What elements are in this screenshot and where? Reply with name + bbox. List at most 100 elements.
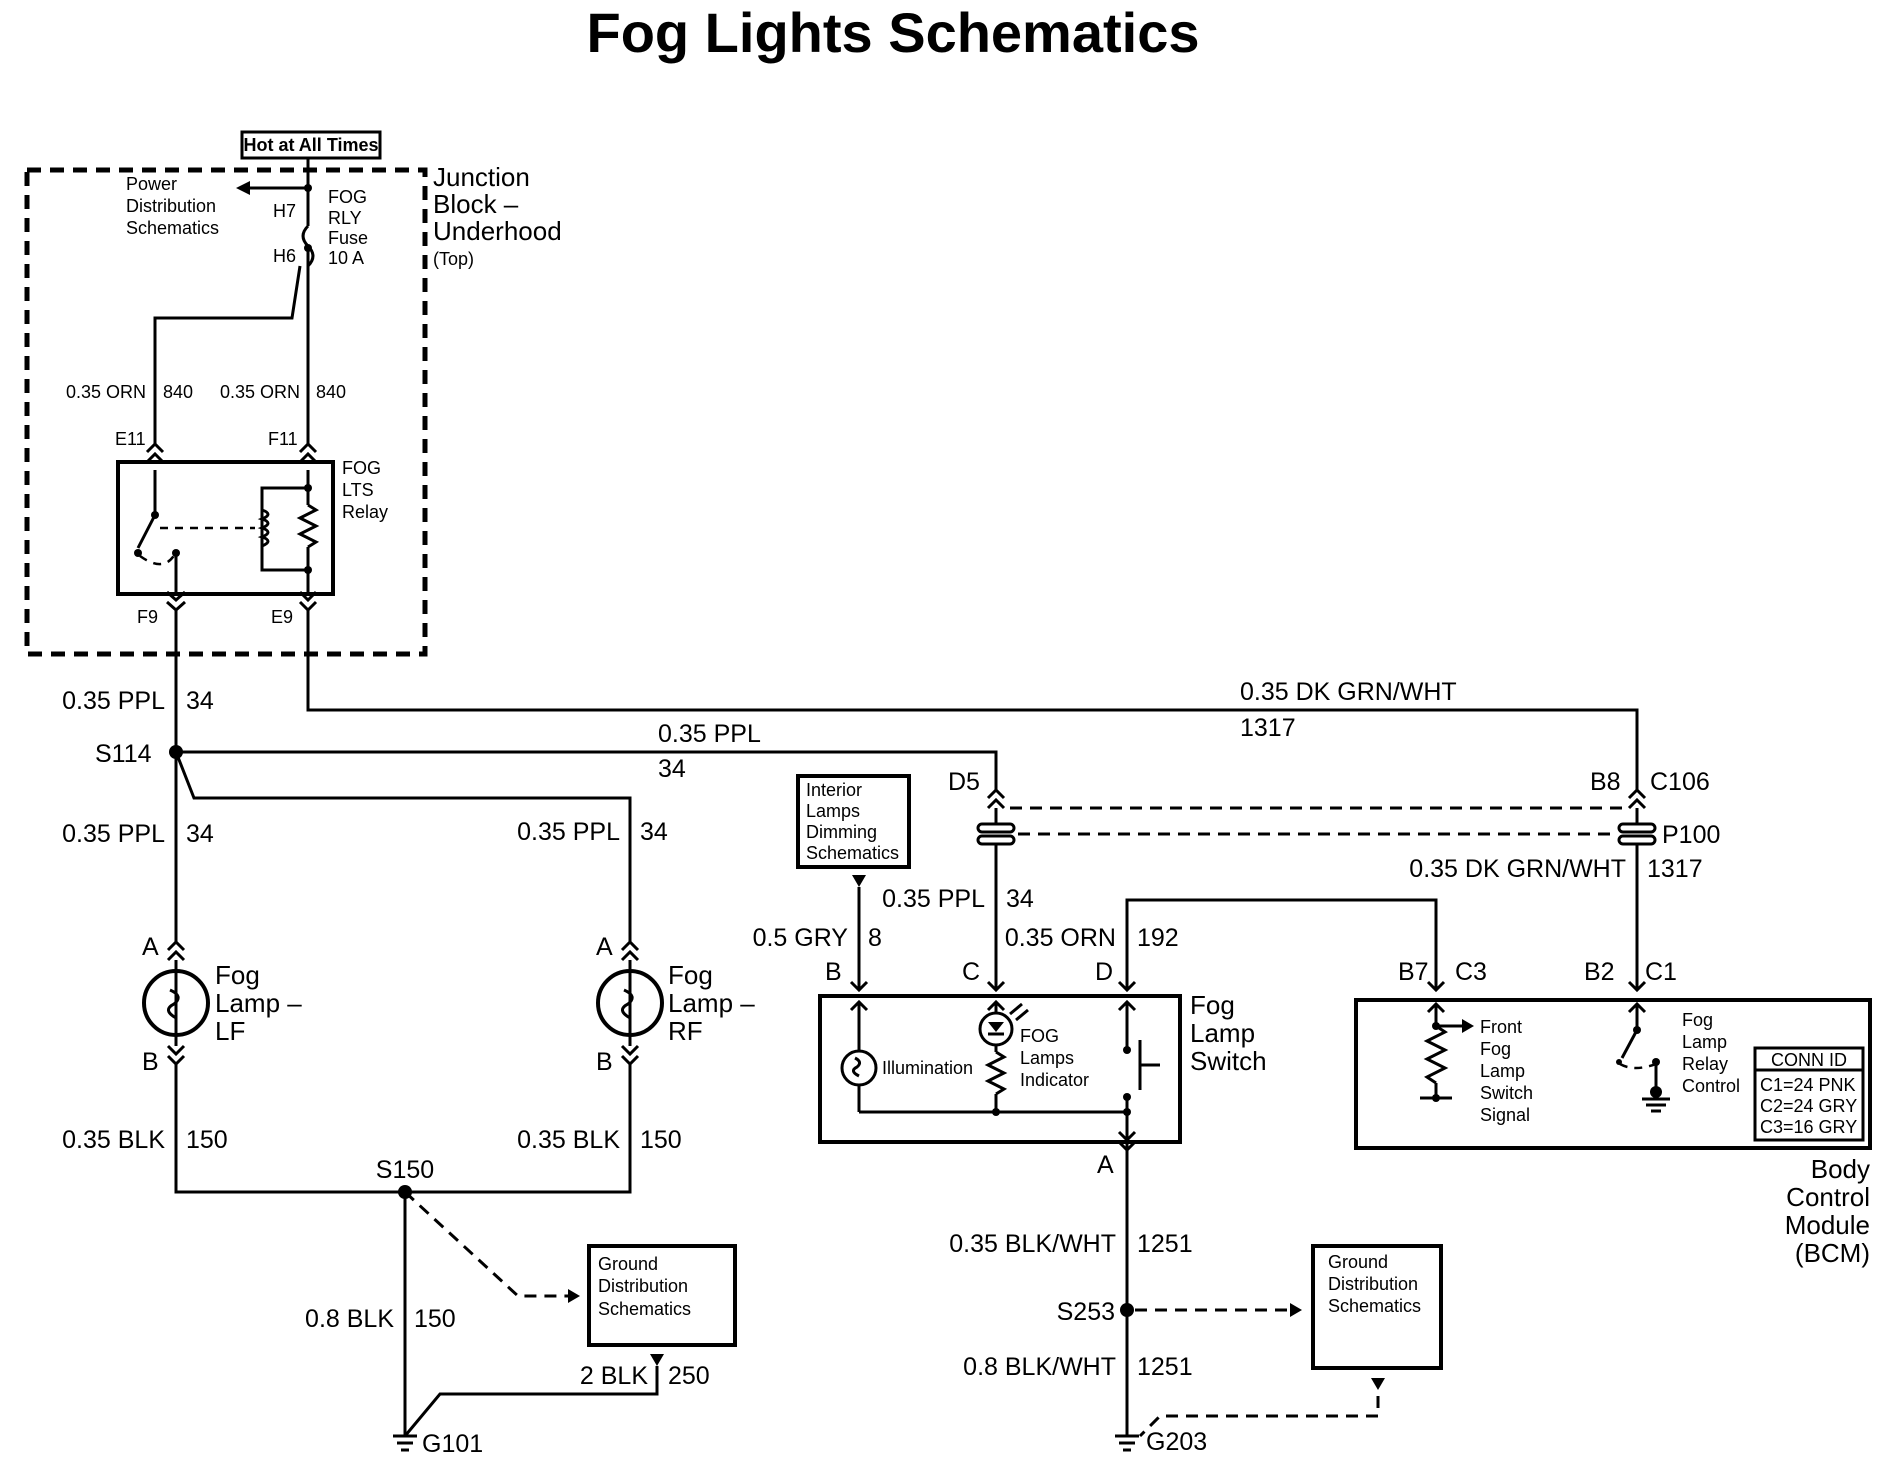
wire-840b-size: 0.35 ORN (220, 382, 300, 402)
wire-dkgrn-num: 1317 (1240, 714, 1296, 742)
svg-text:Power: Power (126, 174, 177, 194)
svg-text:FOG: FOG (342, 458, 381, 478)
svg-text:Distribution: Distribution (1328, 1274, 1418, 1294)
junction-block-label: Junction Block – Underhood (Top) (433, 162, 562, 269)
wire-rf-size: 0.35 PPL (517, 818, 620, 846)
svg-text:B: B (142, 1048, 159, 1076)
fog-lamp-rf: A B Fog Lamp – RF (596, 933, 755, 1076)
svg-text:Fuse: Fuse (328, 228, 368, 248)
hot-label: Hot at All Times (243, 135, 378, 155)
splice-s253 (1120, 1303, 1134, 1317)
svg-text:C3: C3 (1455, 958, 1487, 986)
wire-orn192-size: 0.35 ORN (1005, 924, 1116, 952)
wire-lf-blk-num: 150 (186, 1126, 228, 1154)
wire-g203-size: 0.8 BLK/WHT (963, 1353, 1116, 1381)
fog-lamp-lf: A B Fog Lamp – LF (142, 933, 302, 1076)
wire-rf-num: 34 (640, 818, 668, 846)
relay-pin-e9: E9 (271, 607, 293, 627)
svg-text:Fog: Fog (1190, 990, 1235, 1020)
svg-text:Lamp: Lamp (1682, 1032, 1727, 1052)
svg-text:Fog: Fog (668, 960, 713, 990)
svg-text:Distribution: Distribution (598, 1276, 688, 1296)
svg-text:Lamp: Lamp (1480, 1061, 1525, 1081)
svg-text:C1=24 PNK: C1=24 PNK (1760, 1075, 1856, 1095)
fuse-label: FOG RLY Fuse 10 A (328, 187, 368, 268)
wire-s114-right-num: 34 (658, 755, 686, 783)
svg-text:Schematics: Schematics (806, 843, 899, 863)
svg-text:B: B (596, 1048, 613, 1076)
svg-text:Body: Body (1811, 1154, 1870, 1184)
wire-lf-blk-size: 0.35 BLK (62, 1126, 165, 1154)
wire-blk250-num: 250 (668, 1362, 710, 1390)
svg-text:Switch: Switch (1480, 1083, 1533, 1103)
svg-text:G101: G101 (422, 1430, 483, 1458)
svg-text:Schematics: Schematics (598, 1299, 691, 1319)
svg-text:CONN ID: CONN ID (1771, 1050, 1847, 1070)
svg-text:Lamps: Lamps (1020, 1048, 1074, 1068)
ground-distribution-box-left (587, 1244, 737, 1347)
svg-text:Relay: Relay (342, 502, 388, 522)
wire-orn192-num: 192 (1137, 924, 1179, 952)
svg-text:(Top): (Top) (433, 249, 474, 269)
svg-text:Switch: Switch (1190, 1046, 1267, 1076)
wire-gry-num: 8 (868, 924, 882, 952)
svg-text:A: A (596, 933, 613, 961)
wire-f9-num: 34 (186, 687, 214, 715)
fog-lts-relay (116, 460, 335, 596)
conn-b8: B8 (1590, 768, 1621, 796)
splice-s114-label: S114 (95, 740, 152, 768)
wire-840a-size: 0.35 ORN (66, 382, 146, 402)
relay-label: FOG LTS Relay (342, 458, 388, 522)
svg-text:A: A (142, 933, 159, 961)
ground-distribution-box-right (1311, 1244, 1443, 1370)
wire-sw-gnd-num: 1251 (1137, 1230, 1193, 1258)
svg-text:RF: RF (668, 1016, 703, 1046)
svg-text:Lamp –: Lamp – (668, 988, 755, 1018)
wire-840a-num: 840 (163, 382, 193, 402)
wire-rf-blk-num: 150 (640, 1126, 682, 1154)
svg-text:C1: C1 (1645, 958, 1677, 986)
splice-s253-label: S253 (1057, 1298, 1115, 1326)
svg-text:Control: Control (1682, 1076, 1740, 1096)
fuse-pin-h6: H6 (273, 246, 296, 266)
svg-text:RLY: RLY (328, 208, 362, 228)
fuse-pin-h7: H7 (273, 201, 296, 221)
wire-blk250-size: 2 BLK (580, 1362, 648, 1390)
wire-bcm-dkgrn-size: 0.35 DK GRN/WHT (1409, 855, 1626, 883)
svg-text:Ground: Ground (1328, 1252, 1388, 1272)
svg-text:Front: Front (1480, 1017, 1522, 1037)
svg-text:Module: Module (1785, 1210, 1870, 1240)
svg-text:C: C (962, 958, 980, 986)
ground-g101: G101 (393, 1430, 483, 1458)
wire-bcm-dkgrn-num: 1317 (1647, 855, 1703, 883)
svg-text:Block –: Block – (433, 189, 519, 219)
wire-dkgrn-size: 0.35 DK GRN/WHT (1240, 678, 1457, 706)
svg-text:Lamps: Lamps (806, 801, 860, 821)
svg-text:Lamp –: Lamp – (215, 988, 302, 1018)
svg-text:Fog: Fog (215, 960, 260, 990)
svg-text:Relay: Relay (1682, 1054, 1728, 1074)
relay-pin-f11: F11 (268, 429, 298, 449)
svg-text:LTS: LTS (342, 480, 374, 500)
relay-pin-f9: F9 (137, 607, 158, 627)
svg-text:B7: B7 (1398, 958, 1429, 986)
svg-text:B2: B2 (1584, 958, 1615, 986)
interior-lamps-box (796, 774, 911, 869)
wire-g101-num: 150 (414, 1305, 456, 1333)
svg-text:LF: LF (215, 1016, 245, 1046)
svg-text:A: A (1097, 1151, 1114, 1179)
svg-text:Lamp: Lamp (1190, 1018, 1255, 1048)
body-control-module: B7 C3 B2 C1 Front Fog Lamp Switch Signal (1354, 958, 1872, 1268)
power-distribution-reference: Power Distribution Schematics (126, 174, 308, 238)
fog-lamp-switch: B C D Fog Lamp Switch Illumination FOG L… (818, 958, 1267, 1179)
svg-text:G203: G203 (1146, 1428, 1207, 1456)
svg-text:10 A: 10 A (328, 248, 364, 268)
svg-text:Signal: Signal (1480, 1105, 1530, 1125)
svg-text:Distribution: Distribution (126, 196, 216, 216)
svg-text:Junction: Junction (433, 162, 530, 192)
wire-gry-size: 0.5 GRY (753, 924, 849, 952)
splice-s150-label: S150 (376, 1156, 434, 1184)
wire-switch-c-size: 0.35 PPL (882, 885, 985, 913)
svg-text:Underhood: Underhood (433, 216, 562, 246)
